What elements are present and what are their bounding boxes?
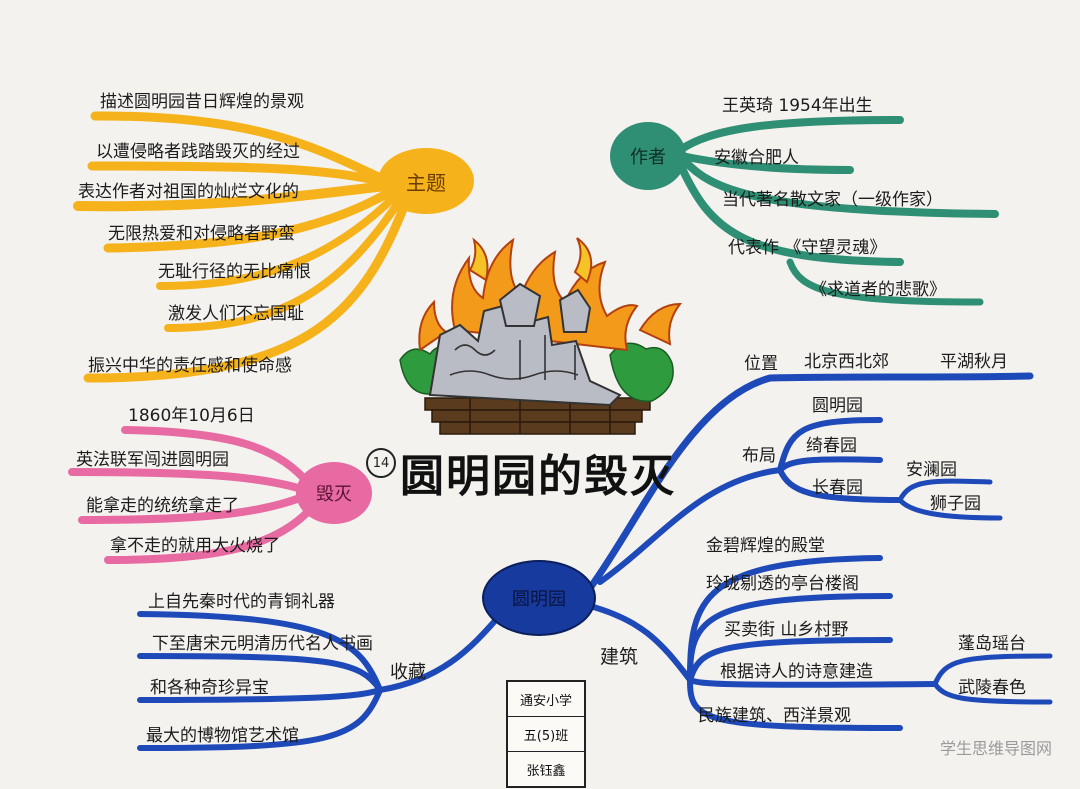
location-extra: 平湖秋月 <box>940 352 1008 372</box>
theme-item-1: 描述圆明园昔日辉煌的景观 <box>100 92 304 112</box>
author-item-3: 当代著名散文家（一级作家） <box>722 190 943 210</box>
blue-branches-line-17 <box>137 611 383 693</box>
destruction-node-label: 毁灭 <box>316 484 352 505</box>
blue-branches-line-12 <box>687 677 938 688</box>
theme-item-2: 以遭侵略者践踏毁灭的经过 <box>96 142 300 162</box>
pink-branches-line-3 <box>78 492 309 524</box>
teal-branches-line-1 <box>676 116 904 154</box>
blue-branches-line-4 <box>777 456 883 473</box>
destruction-branches <box>68 426 319 564</box>
yellow-branches-line-4 <box>103 187 395 253</box>
blue-branches-line-8 <box>587 603 693 683</box>
blue-branches-line-14 <box>932 653 1053 687</box>
blue-branches-line-10 <box>687 593 893 683</box>
architecture-sub-item-1: 蓬岛瑶台 <box>958 634 1026 654</box>
blue-branches-line-7 <box>897 497 1003 521</box>
burning-garden-illustration <box>399 237 683 435</box>
theme-item-5: 无耻行径的无比痛恨 <box>158 262 311 282</box>
watermark: 学生思维导图网 <box>939 739 1052 758</box>
teal-branches-line-4 <box>676 160 904 266</box>
author-item-1: 王英琦 1954年出生 <box>722 96 873 116</box>
blue-branches-line-6 <box>897 478 993 503</box>
author-node[interactable]: 作者 <box>610 122 686 190</box>
center-node[interactable]: 圆明园 <box>482 560 596 636</box>
lesson-number-badge: 14 <box>366 448 396 478</box>
layout-label: 布局 <box>742 446 776 466</box>
blue-branches-line-3 <box>777 417 883 473</box>
yellow-branches-line-7 <box>83 199 410 383</box>
collection-item-3: 和各种奇珍异宝 <box>150 678 269 698</box>
destruction-item-2: 能拿走的统统拿走了 <box>86 496 239 516</box>
architecture-label: 建筑 <box>600 646 639 668</box>
collection-item-2: 下至唐宋元明清历代名人书画 <box>152 634 373 654</box>
pink-branches-line-4 <box>104 500 319 564</box>
destruction-date: 1860年10月6日 <box>128 406 255 426</box>
location-label: 位置 <box>744 354 778 374</box>
page-title: 圆明园的毁灭 <box>400 451 676 502</box>
author-branches <box>676 116 999 306</box>
theme-item-3: 表达作者对祖国的灿烂文化的 <box>78 182 299 202</box>
center-node-label: 圆明园 <box>512 589 566 610</box>
collection-item-4: 最大的博物馆艺术馆 <box>146 726 299 746</box>
teal-branches-line-2 <box>678 152 854 174</box>
signature-box: 通安小学 五(5)班 张钰鑫 <box>506 680 586 788</box>
lesson-number: 14 <box>372 455 390 471</box>
yellow-branches-line-3 <box>73 181 390 212</box>
signature-school: 通安小学 <box>508 682 584 717</box>
layout-item-1: 圆明园 <box>812 396 863 416</box>
layout-item-2: 绮春园 <box>806 436 857 456</box>
location-value: 北京西北郊 <box>804 352 889 372</box>
yellow-branches-line-5 <box>156 192 399 290</box>
architecture-item-2: 玲珑剔透的亭台楼阁 <box>706 574 859 594</box>
theme-item-7: 振兴中华的责任感和使命感 <box>88 356 292 376</box>
teal-branches-line-3 <box>680 156 999 218</box>
blue-branches-line-13 <box>687 677 903 731</box>
yellow-branches-line-2 <box>87 161 390 187</box>
architecture-sub-item-2: 武陵春色 <box>958 678 1026 698</box>
architecture-item-3: 买卖街 山乡村野 <box>724 620 849 640</box>
author-item-5: 《求道者的悲歌》 <box>810 280 946 300</box>
destruction-item-1: 英法联军闯进圆明园 <box>76 450 229 470</box>
blue-branches-line-20 <box>137 687 383 751</box>
architecture-item-1: 金碧辉煌的殿堂 <box>706 536 825 556</box>
teal-branches-line-5 <box>786 258 984 306</box>
pink-branches-line-2 <box>68 468 309 494</box>
yellow-branches-line-1 <box>90 111 390 185</box>
blue-branches-line-16 <box>377 612 503 693</box>
blue-branches-line-1 <box>586 372 1034 592</box>
theme-node-label: 主题 <box>406 170 446 195</box>
theme-item-6: 激发人们不忘国耻 <box>168 304 304 324</box>
yellow-branches-line-6 <box>164 196 404 332</box>
blue-branches-line-18 <box>137 653 383 693</box>
signature-class: 五(5)班 <box>508 717 584 752</box>
theme-item-4: 无限热爱和对侵略者野蛮 <box>108 224 295 244</box>
garden-branches <box>137 372 1053 751</box>
blue-branches-line-2 <box>597 467 783 585</box>
destruction-item-3: 拿不走的就用大火烧了 <box>110 536 280 556</box>
destruction-node[interactable]: 毁灭 <box>296 462 372 524</box>
layout-sub-item-2: 狮子园 <box>930 494 981 514</box>
architecture-item-4: 根据诗人的诗意建造 <box>720 662 873 682</box>
collection-item-1: 上自先秦时代的青铜礼器 <box>148 592 335 612</box>
author-item-4: 代表作 《守望灵魂》 <box>728 238 887 258</box>
blue-branches-line-15 <box>932 681 1053 705</box>
theme-node[interactable]: 主题 <box>378 148 474 214</box>
blue-branches-line-11 <box>687 637 893 683</box>
layout-item-3: 长春园 <box>812 478 863 498</box>
pink-branches-line-1 <box>121 426 314 489</box>
signature-name: 张钰鑫 <box>526 763 566 779</box>
architecture-item-5: 民族建筑、西洋景观 <box>698 706 851 726</box>
author-node-label: 作者 <box>630 147 666 168</box>
author-item-2: 安徽合肥人 <box>714 148 799 168</box>
blue-branches-line-19 <box>137 687 383 703</box>
collection-label: 收藏 <box>390 662 426 683</box>
layout-sub-item-1: 安澜园 <box>906 460 957 480</box>
blue-branches-line-5 <box>777 467 903 503</box>
theme-branches <box>73 111 410 383</box>
